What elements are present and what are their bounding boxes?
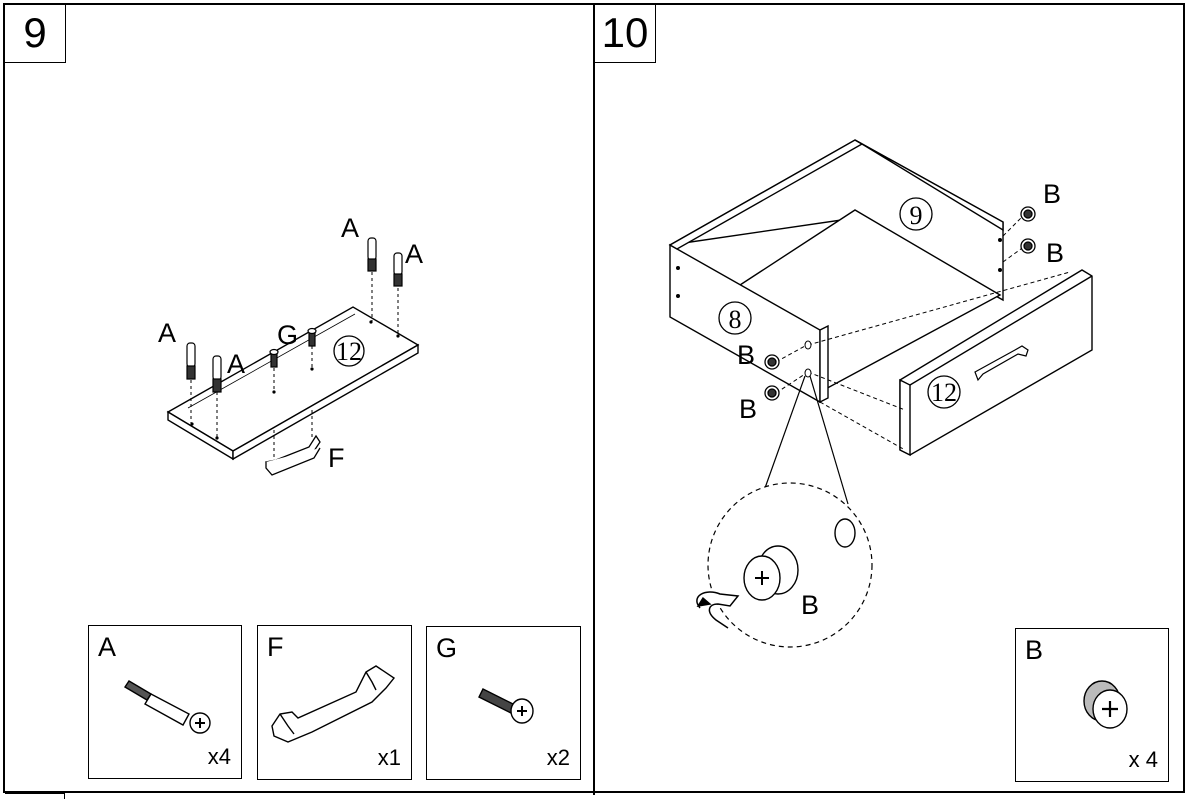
callout-b: B	[739, 394, 757, 424]
step-number-9: 9	[5, 5, 66, 63]
part-quantity: x4	[207, 744, 231, 769]
callout-a: A	[158, 318, 176, 348]
part-quantity: x1	[377, 745, 401, 770]
part-letter: G	[436, 633, 458, 663]
part-box-f: F x1	[257, 625, 412, 780]
cam-dowel-icon	[186, 237, 403, 393]
panel-number-8: 8	[729, 305, 742, 334]
callout-a: A	[405, 239, 423, 269]
panel-holes	[676, 238, 1002, 378]
part-letter: A	[98, 632, 117, 662]
panel-number-badge: 9 8 12	[718, 197, 961, 409]
panel-number-9: 9	[910, 201, 923, 230]
callout-a: A	[341, 213, 359, 243]
part-letter: F	[267, 632, 284, 662]
next-step-tab	[5, 793, 65, 799]
cam-lock-icon	[764, 206, 1036, 401]
part-box-a: A x4	[88, 625, 242, 779]
screw-icon	[478, 688, 534, 724]
step-number-10: 10	[595, 5, 656, 63]
callout-f: F	[328, 443, 345, 473]
detail-zoom	[707, 375, 873, 648]
callout-b-detail: B	[801, 590, 819, 620]
callout-b: B	[1043, 179, 1061, 209]
callout-a: A	[227, 349, 245, 379]
part-quantity: x2	[546, 745, 570, 770]
part-box-g: G x2	[426, 626, 581, 780]
part-quantity: x 4	[1128, 747, 1158, 772]
handle-icon	[271, 665, 396, 743]
screw-icon	[269, 327, 317, 368]
cam-lock-icon	[1083, 680, 1128, 729]
callout-b: B	[1046, 238, 1064, 268]
part-letter: B	[1025, 635, 1044, 665]
panel-number-badge: 12	[333, 335, 365, 367]
part-box-b: B x 4	[1015, 628, 1169, 782]
drawer-front-panel	[899, 269, 1093, 457]
panel-number-12: 12	[336, 337, 362, 366]
detail-cam-lock	[696, 518, 856, 629]
handle-icon	[265, 434, 321, 476]
step-divider	[593, 3, 595, 795]
panel-number-12: 12	[931, 378, 957, 407]
callout-g: G	[277, 320, 298, 350]
board-holes	[190, 320, 400, 440]
callout-b: B	[737, 340, 755, 370]
guide-lines	[190, 272, 399, 458]
cam-dowel-icon	[124, 680, 211, 734]
